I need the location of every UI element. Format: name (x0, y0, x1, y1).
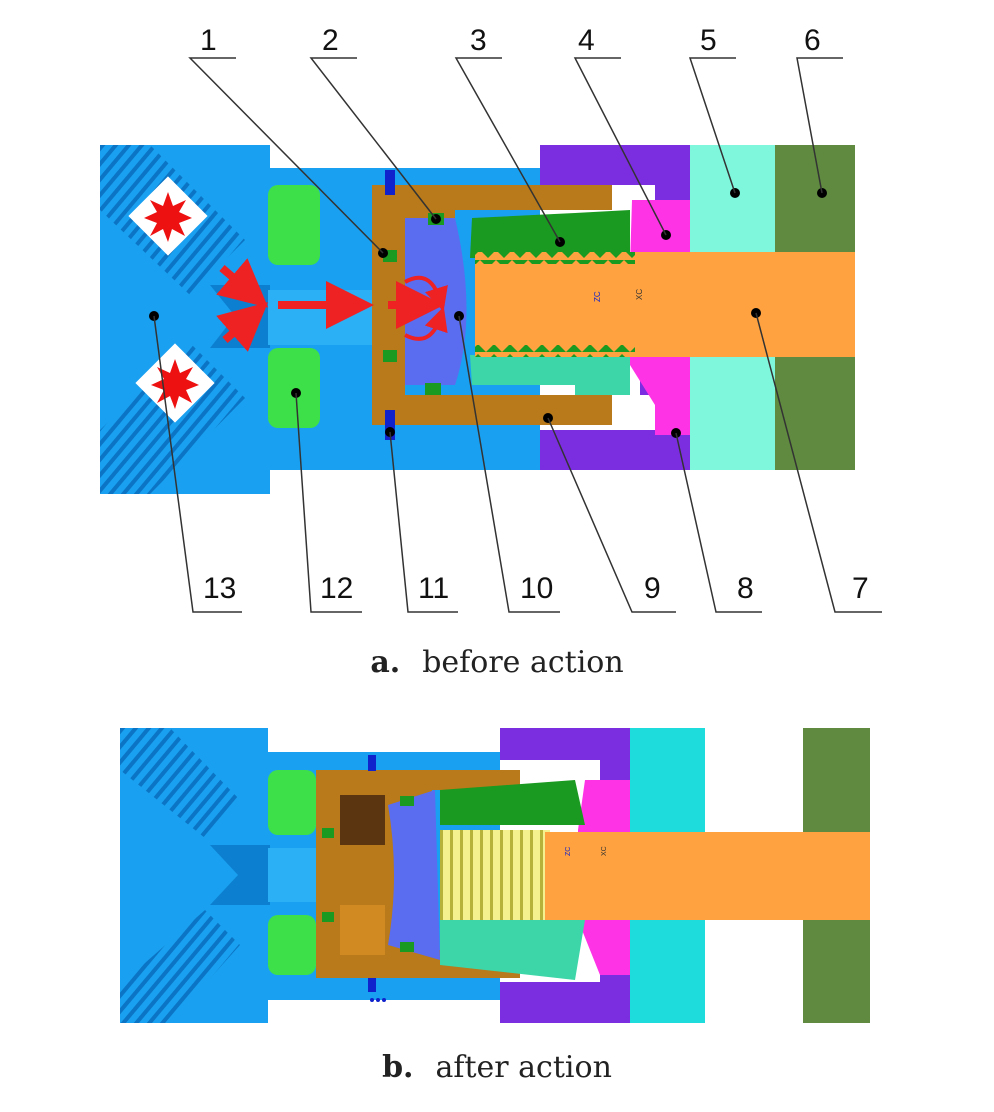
screw-rod-b (545, 832, 870, 920)
callout-6: 6 (804, 24, 821, 57)
olive-block-b-top (803, 728, 870, 832)
yellow-thread (440, 830, 550, 920)
callout-8: 8 (737, 572, 754, 605)
gas-channel-b (210, 845, 270, 905)
axis-label-zc-b: ZC (565, 847, 572, 856)
screw-through-blocks (690, 252, 855, 357)
caption-b-letter: b. (382, 1050, 414, 1085)
dark-green-part-b (440, 780, 585, 825)
callout-10: 10 (520, 572, 553, 605)
olive-block-b-bottom (803, 920, 870, 1023)
o-ring-b2 (400, 796, 414, 806)
mint-part-b (440, 920, 585, 980)
leader-lines (153, 57, 882, 613)
upper-inlet-thread-b (120, 728, 240, 838)
callout-3: 3 (470, 24, 487, 57)
green-block-upper (268, 185, 320, 265)
lower-igniter-icon (135, 343, 215, 423)
lower-inlet-thread-b (120, 910, 240, 1023)
green-block-lower-b (268, 915, 316, 975)
lower-brown-chamber (340, 905, 385, 955)
o-ring-b4 (400, 942, 414, 952)
callout-5: 5 (700, 24, 717, 57)
o-ring-b1 (322, 828, 334, 838)
callouts-bottom: 13 12 11 10 9 8 7 (203, 572, 869, 605)
piston-b (388, 790, 440, 960)
callouts-top: 1 2 3 4 5 6 (200, 24, 821, 57)
o-ring-b3 (322, 912, 334, 922)
caption-a: a. before action (0, 645, 994, 680)
green-block-lower (268, 348, 320, 428)
seal-upper-b (368, 755, 376, 771)
axis-label-xc-b: XC (601, 846, 608, 856)
callout-1: 1 (200, 24, 217, 57)
mint-part (470, 355, 630, 395)
seal-lower-b (368, 978, 376, 992)
caption-a-text: before action (422, 645, 624, 680)
screw-teeth-bottom (475, 345, 635, 357)
vent-dots (370, 998, 386, 1002)
gas-flow-arrows (216, 258, 448, 352)
callout-9: 9 (644, 572, 661, 605)
caption-a-letter: a. (370, 645, 401, 680)
screw-teeth-top (475, 252, 635, 264)
screw-through-aqua (630, 832, 705, 920)
o-ring-3 (383, 350, 397, 362)
caption-b-text: after action (435, 1050, 612, 1085)
callout-11: 11 (418, 572, 449, 605)
seal-upper (385, 170, 395, 195)
axis-label-xc: XC (635, 289, 644, 300)
figure-b-drawing: ZC XC (120, 728, 870, 1023)
callout-12: 12 (320, 572, 353, 605)
callout-2: 2 (322, 24, 339, 57)
caption-b: b. after action (0, 1050, 994, 1085)
figure-a-drawing: ZC XC (100, 57, 882, 613)
green-block-upper-b (268, 770, 316, 835)
brown-sleeve (372, 185, 612, 425)
callout-4: 4 (578, 24, 595, 57)
seal-lower (385, 410, 395, 440)
axis-label-zc: ZC (593, 291, 602, 302)
callout-7: 7 (852, 572, 869, 605)
o-ring-4 (425, 383, 441, 395)
central-bore (268, 290, 388, 345)
dark-green-part (470, 210, 630, 258)
callout-13: 13 (203, 572, 236, 605)
dark-brown-chamber (340, 795, 385, 845)
